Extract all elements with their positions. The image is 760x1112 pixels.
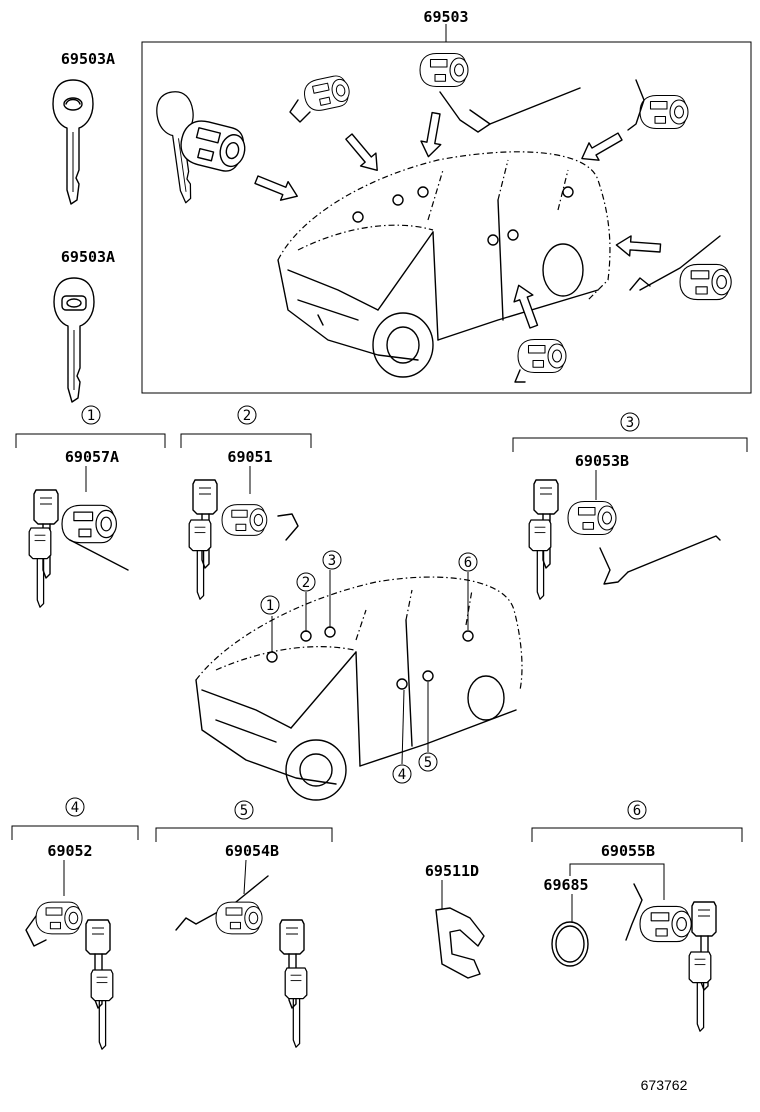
retainer-clip-illustration bbox=[435, 880, 485, 979]
side-door-lock-illustration bbox=[508, 281, 567, 383]
group-6-bracket bbox=[531, 827, 743, 842]
group-2-bracket bbox=[180, 433, 312, 448]
retainer-part-number: 69511D bbox=[425, 862, 479, 880]
front-door-lock-cylinder-illustration bbox=[175, 115, 302, 207]
group-3-bracket bbox=[512, 437, 748, 452]
group-2-marker: 2 bbox=[237, 405, 257, 425]
reference-number: 673762 bbox=[641, 1077, 688, 1093]
svg-text:6: 6 bbox=[464, 555, 472, 571]
locator-marker-2: 2 bbox=[296, 572, 316, 632]
locator-marker-6: 6 bbox=[458, 552, 478, 630]
locator-marker-4: 4 bbox=[392, 689, 412, 784]
ignition-lock-illustration bbox=[289, 73, 386, 178]
steering-lock-illustration bbox=[417, 52, 581, 160]
slide-door-lock-illustration bbox=[614, 234, 732, 301]
locator-marker-1: 1 bbox=[260, 595, 280, 652]
assembly-frame bbox=[141, 24, 752, 394]
rear-door-lock-illustration bbox=[576, 79, 689, 168]
group-4-part-number: 69052 bbox=[47, 842, 92, 860]
group-5-bracket bbox=[155, 827, 333, 842]
group-6-connector-lines bbox=[569, 863, 665, 900]
group-1-marker: 1 bbox=[81, 405, 101, 425]
group-3-marker: 3 bbox=[620, 412, 640, 432]
locator-marker-5: 5 bbox=[418, 682, 438, 772]
group-5-marker: 5 bbox=[234, 800, 254, 820]
group-6-part-number: 69055B bbox=[601, 842, 655, 860]
group-4-marker: 4 bbox=[65, 797, 85, 817]
svg-text:6: 6 bbox=[633, 803, 641, 819]
assembly-part-number: 69503 bbox=[423, 8, 468, 26]
locator-marker-3: 3 bbox=[322, 550, 342, 628]
key-part-number-bottom: 69503A bbox=[61, 248, 115, 266]
group-3-lock-illustration bbox=[528, 470, 721, 600]
svg-text:5: 5 bbox=[424, 755, 432, 771]
group-1-part-number: 69057A bbox=[65, 448, 119, 466]
group-3-part-number: 69053B bbox=[575, 452, 629, 470]
svg-text:5: 5 bbox=[240, 803, 248, 819]
svg-text:3: 3 bbox=[328, 553, 336, 569]
seal-part-number: 69685 bbox=[543, 876, 588, 894]
group-4-bracket bbox=[11, 825, 139, 840]
group-4-lock-illustration bbox=[25, 860, 114, 1050]
svg-text:4: 4 bbox=[71, 800, 79, 816]
locator-van-illustration bbox=[195, 576, 523, 801]
group-1-lock-illustration bbox=[28, 466, 129, 608]
group-5-part-number: 69054B bbox=[225, 842, 279, 860]
group-2-part-number: 69051 bbox=[227, 448, 272, 466]
svg-text:2: 2 bbox=[302, 575, 310, 591]
group-6-marker: 6 bbox=[627, 800, 647, 820]
group-6-lock-illustration bbox=[625, 883, 717, 1032]
group-1-bracket bbox=[15, 433, 166, 448]
key-part-number-top: 69503A bbox=[61, 50, 115, 68]
master-key-illustration bbox=[52, 79, 94, 205]
group-2-lock-illustration bbox=[188, 466, 299, 600]
group-5-lock-illustration bbox=[175, 859, 308, 1048]
svg-text:2: 2 bbox=[243, 408, 251, 424]
sub-key-illustration bbox=[53, 277, 95, 403]
seal-ring-illustration bbox=[551, 894, 589, 967]
assembly-van-illustration bbox=[277, 151, 611, 378]
svg-text:3: 3 bbox=[626, 415, 634, 431]
svg-text:1: 1 bbox=[266, 598, 274, 614]
svg-text:4: 4 bbox=[398, 767, 406, 783]
svg-text:1: 1 bbox=[87, 408, 95, 424]
